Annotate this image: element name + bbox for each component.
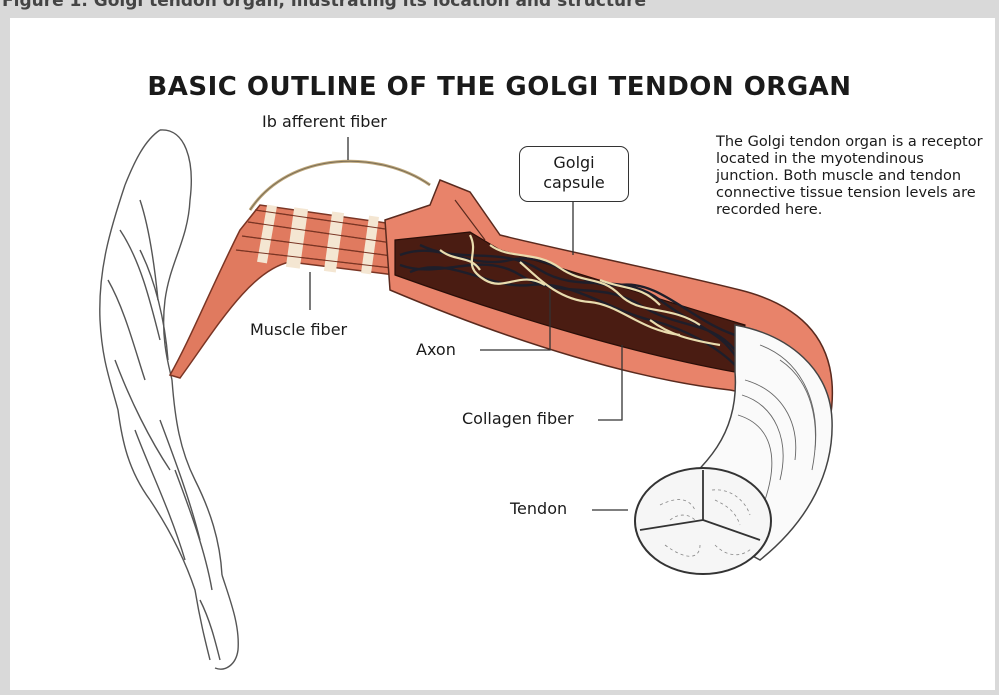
- diagram-title: BASIC OUTLINE OF THE GOLGI TENDON ORGAN: [0, 72, 999, 102]
- golgi-capsule-callout: Golgi capsule: [519, 146, 629, 202]
- capsule-label-line2: capsule: [520, 173, 628, 193]
- afferent-fiber-line: [250, 161, 430, 210]
- arm-sketch: [100, 130, 238, 669]
- description-text: The Golgi tendon organ is a receptor loc…: [716, 134, 986, 219]
- collagen-fiber-label: Collagen fiber: [462, 409, 574, 428]
- axon-label: Axon: [416, 340, 456, 359]
- afferent-fiber-label: Ib afferent fiber: [262, 112, 387, 131]
- muscle-fiber-label: Muscle fiber: [250, 320, 347, 339]
- tendon-label: Tendon: [510, 499, 567, 518]
- muscle-fibers: [170, 205, 400, 378]
- capsule-label-line1: Golgi: [520, 153, 628, 173]
